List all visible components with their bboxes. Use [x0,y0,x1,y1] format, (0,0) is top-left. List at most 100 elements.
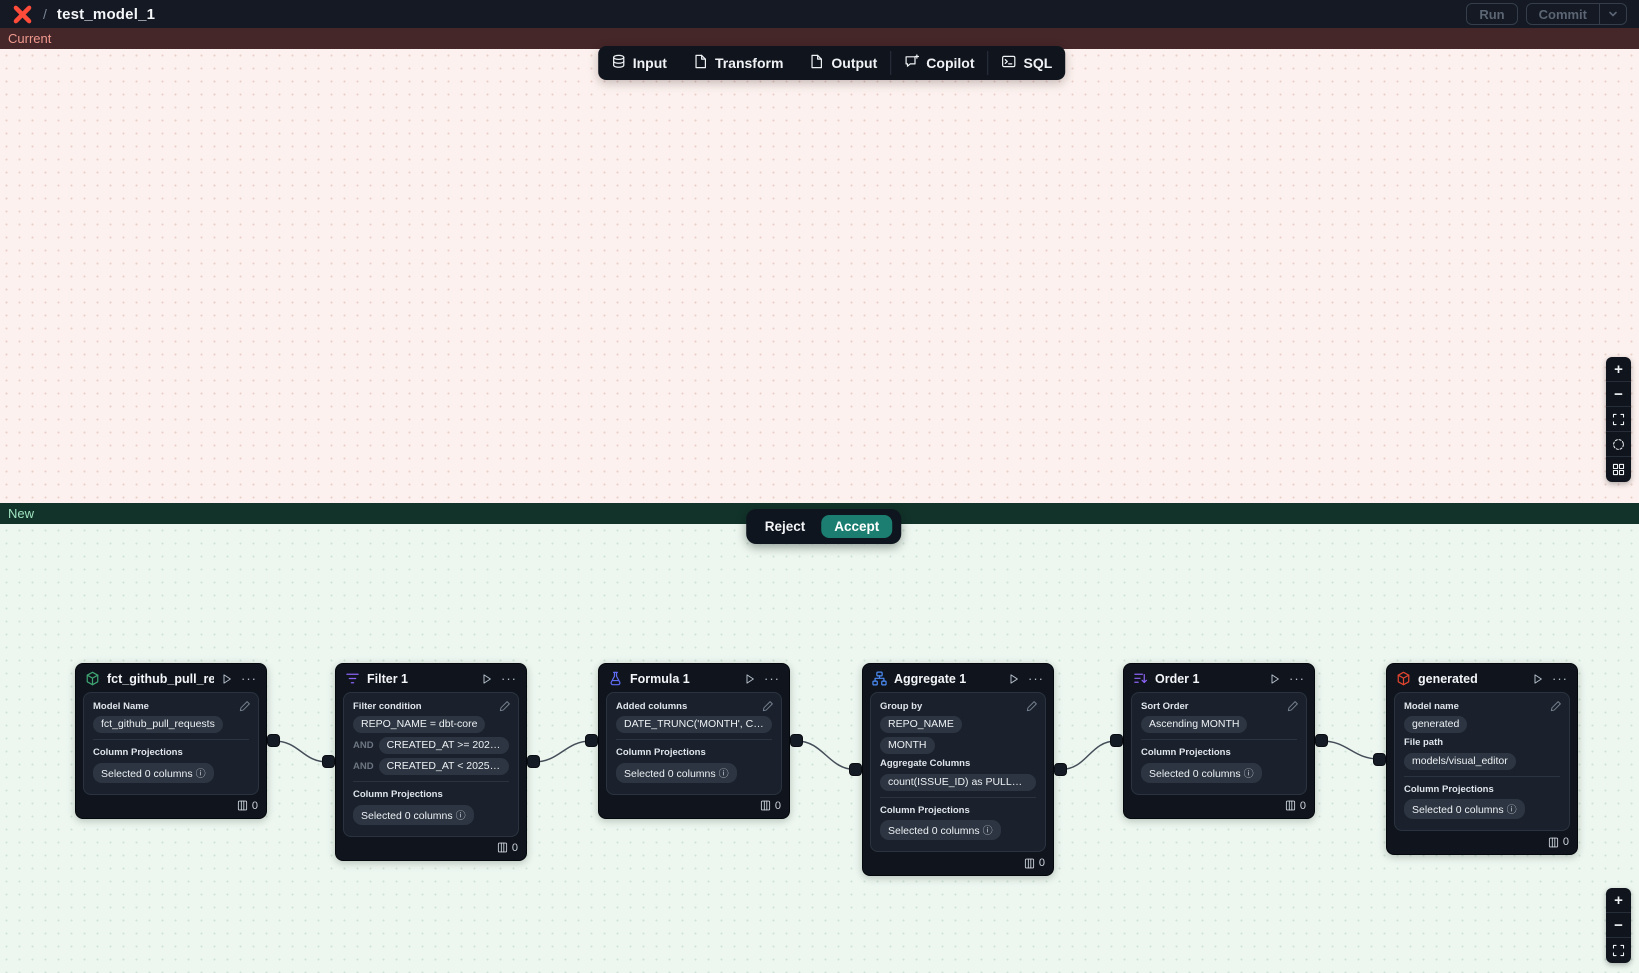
zoom-out-button[interactable]: − [1606,382,1631,407]
edge [1060,740,1117,771]
minus-icon: − [1614,385,1623,403]
fit-view-button[interactable] [1606,407,1631,432]
toolbar-separator [890,51,892,75]
toolbar-item-sql[interactable]: SQL [989,46,1066,80]
zoom-in-button[interactable]: + [1606,357,1631,382]
info-icon[interactable]: ⓘ [455,810,466,822]
section-label: Column Projections [1404,783,1494,795]
commit-dropdown-button[interactable] [1599,4,1626,24]
node-menu-button[interactable]: ··· [1289,671,1305,686]
zoom-in-button[interactable]: + [1606,888,1631,913]
diff-actions-bar: Reject Accept [745,509,902,544]
columns-icon [1548,837,1559,848]
play-icon[interactable] [744,673,756,685]
toolbar-item-copilot[interactable]: Copilot [891,46,987,80]
accept-button[interactable]: Accept [821,515,893,538]
dbt-logo-icon[interactable] [12,4,33,25]
edge-handle-target[interactable] [585,734,598,748]
edit-pencil-icon[interactable] [1550,699,1562,717]
section-divider [353,781,509,783]
edge-handle-target[interactable] [322,755,335,769]
info-icon[interactable]: ⓘ [1506,805,1517,817]
value-pill: CREATED_AT < 2025-03-01 [378,758,509,776]
value-pill: generated [1404,716,1468,734]
edge-handle-target[interactable] [1110,734,1123,748]
filter-icon [345,671,360,686]
node-menu-button[interactable]: ··· [1552,671,1568,686]
info-icon[interactable]: ⓘ [718,768,729,780]
play-icon[interactable] [221,673,233,685]
minimap-button[interactable] [1606,457,1631,482]
node-header: Filter 1··· [336,664,526,692]
section-divider [880,796,1036,798]
pill-row: generated [1404,716,1560,734]
edge-handle-source[interactable] [267,734,280,748]
edge-handle-source[interactable] [1315,734,1328,748]
toolbar-item-output[interactable]: Output [796,46,890,80]
node-title: fct_github_pull_requests [107,671,214,686]
fit-view-button[interactable] [1606,938,1631,963]
pill-row: MONTH [880,737,1036,755]
info-icon[interactable]: ⓘ [982,826,993,838]
breadcrumb-separator: / [43,6,47,22]
file-icon [693,54,708,72]
column-count: 0 [1038,857,1045,870]
info-icon[interactable]: ⓘ [195,768,206,780]
edit-pencil-icon[interactable] [239,699,251,717]
edge-handle-source[interactable] [527,755,540,769]
condition-prefix: AND [353,740,374,752]
toolbar-item-label: Transform [714,55,784,71]
info-icon[interactable]: ⓘ [1243,768,1254,780]
section-label: Column Projections [616,747,706,759]
zoom-out-button[interactable]: − [1606,913,1631,938]
toolbar-item-transform[interactable]: Transform [680,46,796,80]
current-canvas[interactable]: Input Transform Output Copilot SQL + − [0,46,1639,503]
new-canvas[interactable]: +− fct_github_pull_requests ··· Model Name… [0,524,1639,973]
interactive-button[interactable] [1606,432,1631,457]
toolbar-item-input[interactable]: Input [598,46,680,80]
edit-pencil-icon[interactable] [499,699,511,717]
edit-pencil-icon[interactable] [762,699,774,717]
current-section-label: Current [8,31,52,46]
section-label: Column Projections [880,804,970,816]
toolbar-item-label: Copilot [926,55,975,71]
node-fct-github-pull-requests[interactable]: fct_github_pull_requests ··· Model Namefct… [75,663,280,819]
section-label: Column Projections [93,747,183,759]
cube-icon [1396,671,1411,686]
section-label: Group by [880,701,923,712]
play-icon[interactable] [1532,673,1544,685]
edit-pencil-icon[interactable] [1287,699,1299,717]
value-pill: models/visual_editor [1404,752,1516,770]
node-menu-button[interactable]: ··· [501,671,517,686]
section-label: File path [1404,737,1444,749]
run-button[interactable]: Run [1466,3,1518,25]
edge-handle-source[interactable] [790,734,803,748]
node-toolbar: Input Transform Output Copilot SQL [597,46,1066,80]
node-menu-button[interactable]: ··· [764,671,780,686]
edge-handle-target[interactable] [849,763,862,777]
value-pill: REPO_NAME = dbt-core [353,716,486,734]
commit-button[interactable]: Commit [1538,6,1587,22]
reject-button[interactable]: Reject [755,516,816,537]
play-icon[interactable] [481,673,493,685]
edit-pencil-icon[interactable] [1026,699,1038,717]
node-menu-button[interactable]: ··· [241,671,257,686]
node-title: Aggregate 1 [894,671,967,686]
node-footer: 0 [336,837,526,860]
play-icon[interactable] [1269,673,1281,685]
edge-handle-target[interactable] [1373,752,1386,766]
edge [533,740,592,763]
play-icon[interactable] [1008,673,1020,685]
columns-icon [237,800,248,811]
edge-handle-source[interactable] [1054,763,1067,777]
node-menu-button[interactable]: ··· [1028,671,1044,686]
